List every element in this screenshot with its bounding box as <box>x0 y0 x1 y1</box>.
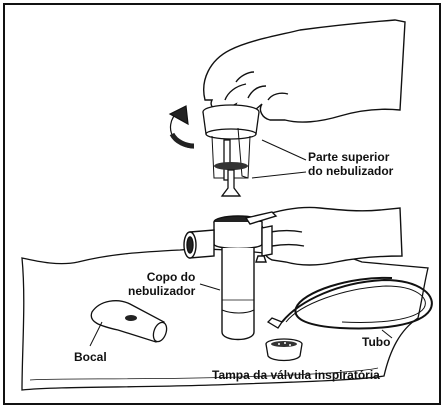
label-tubo: Tubo <box>362 335 390 349</box>
nebulizer-top <box>203 105 259 196</box>
tubing <box>268 278 432 329</box>
label-copo: Copo do nebulizador <box>128 270 195 298</box>
label-copo-line2: nebulizador <box>128 284 195 298</box>
leader-line-copo <box>200 284 220 290</box>
lower-hand <box>258 207 402 265</box>
rotate-arrow-icon <box>170 106 194 148</box>
leader-lines-top <box>252 140 306 178</box>
label-bocal: Bocal <box>74 350 107 364</box>
label-parte-superior-line2: do nebulizador <box>308 164 393 178</box>
mouthpiece <box>90 301 169 346</box>
label-parte-superior-line1: Parte superior <box>308 150 393 164</box>
valve-cap <box>266 339 302 361</box>
label-copo-line1: Copo do <box>128 270 195 284</box>
label-parte-superior: Parte superior do nebulizador <box>308 150 393 178</box>
label-tampa: Tampa da válvula inspiratória <box>212 368 380 382</box>
